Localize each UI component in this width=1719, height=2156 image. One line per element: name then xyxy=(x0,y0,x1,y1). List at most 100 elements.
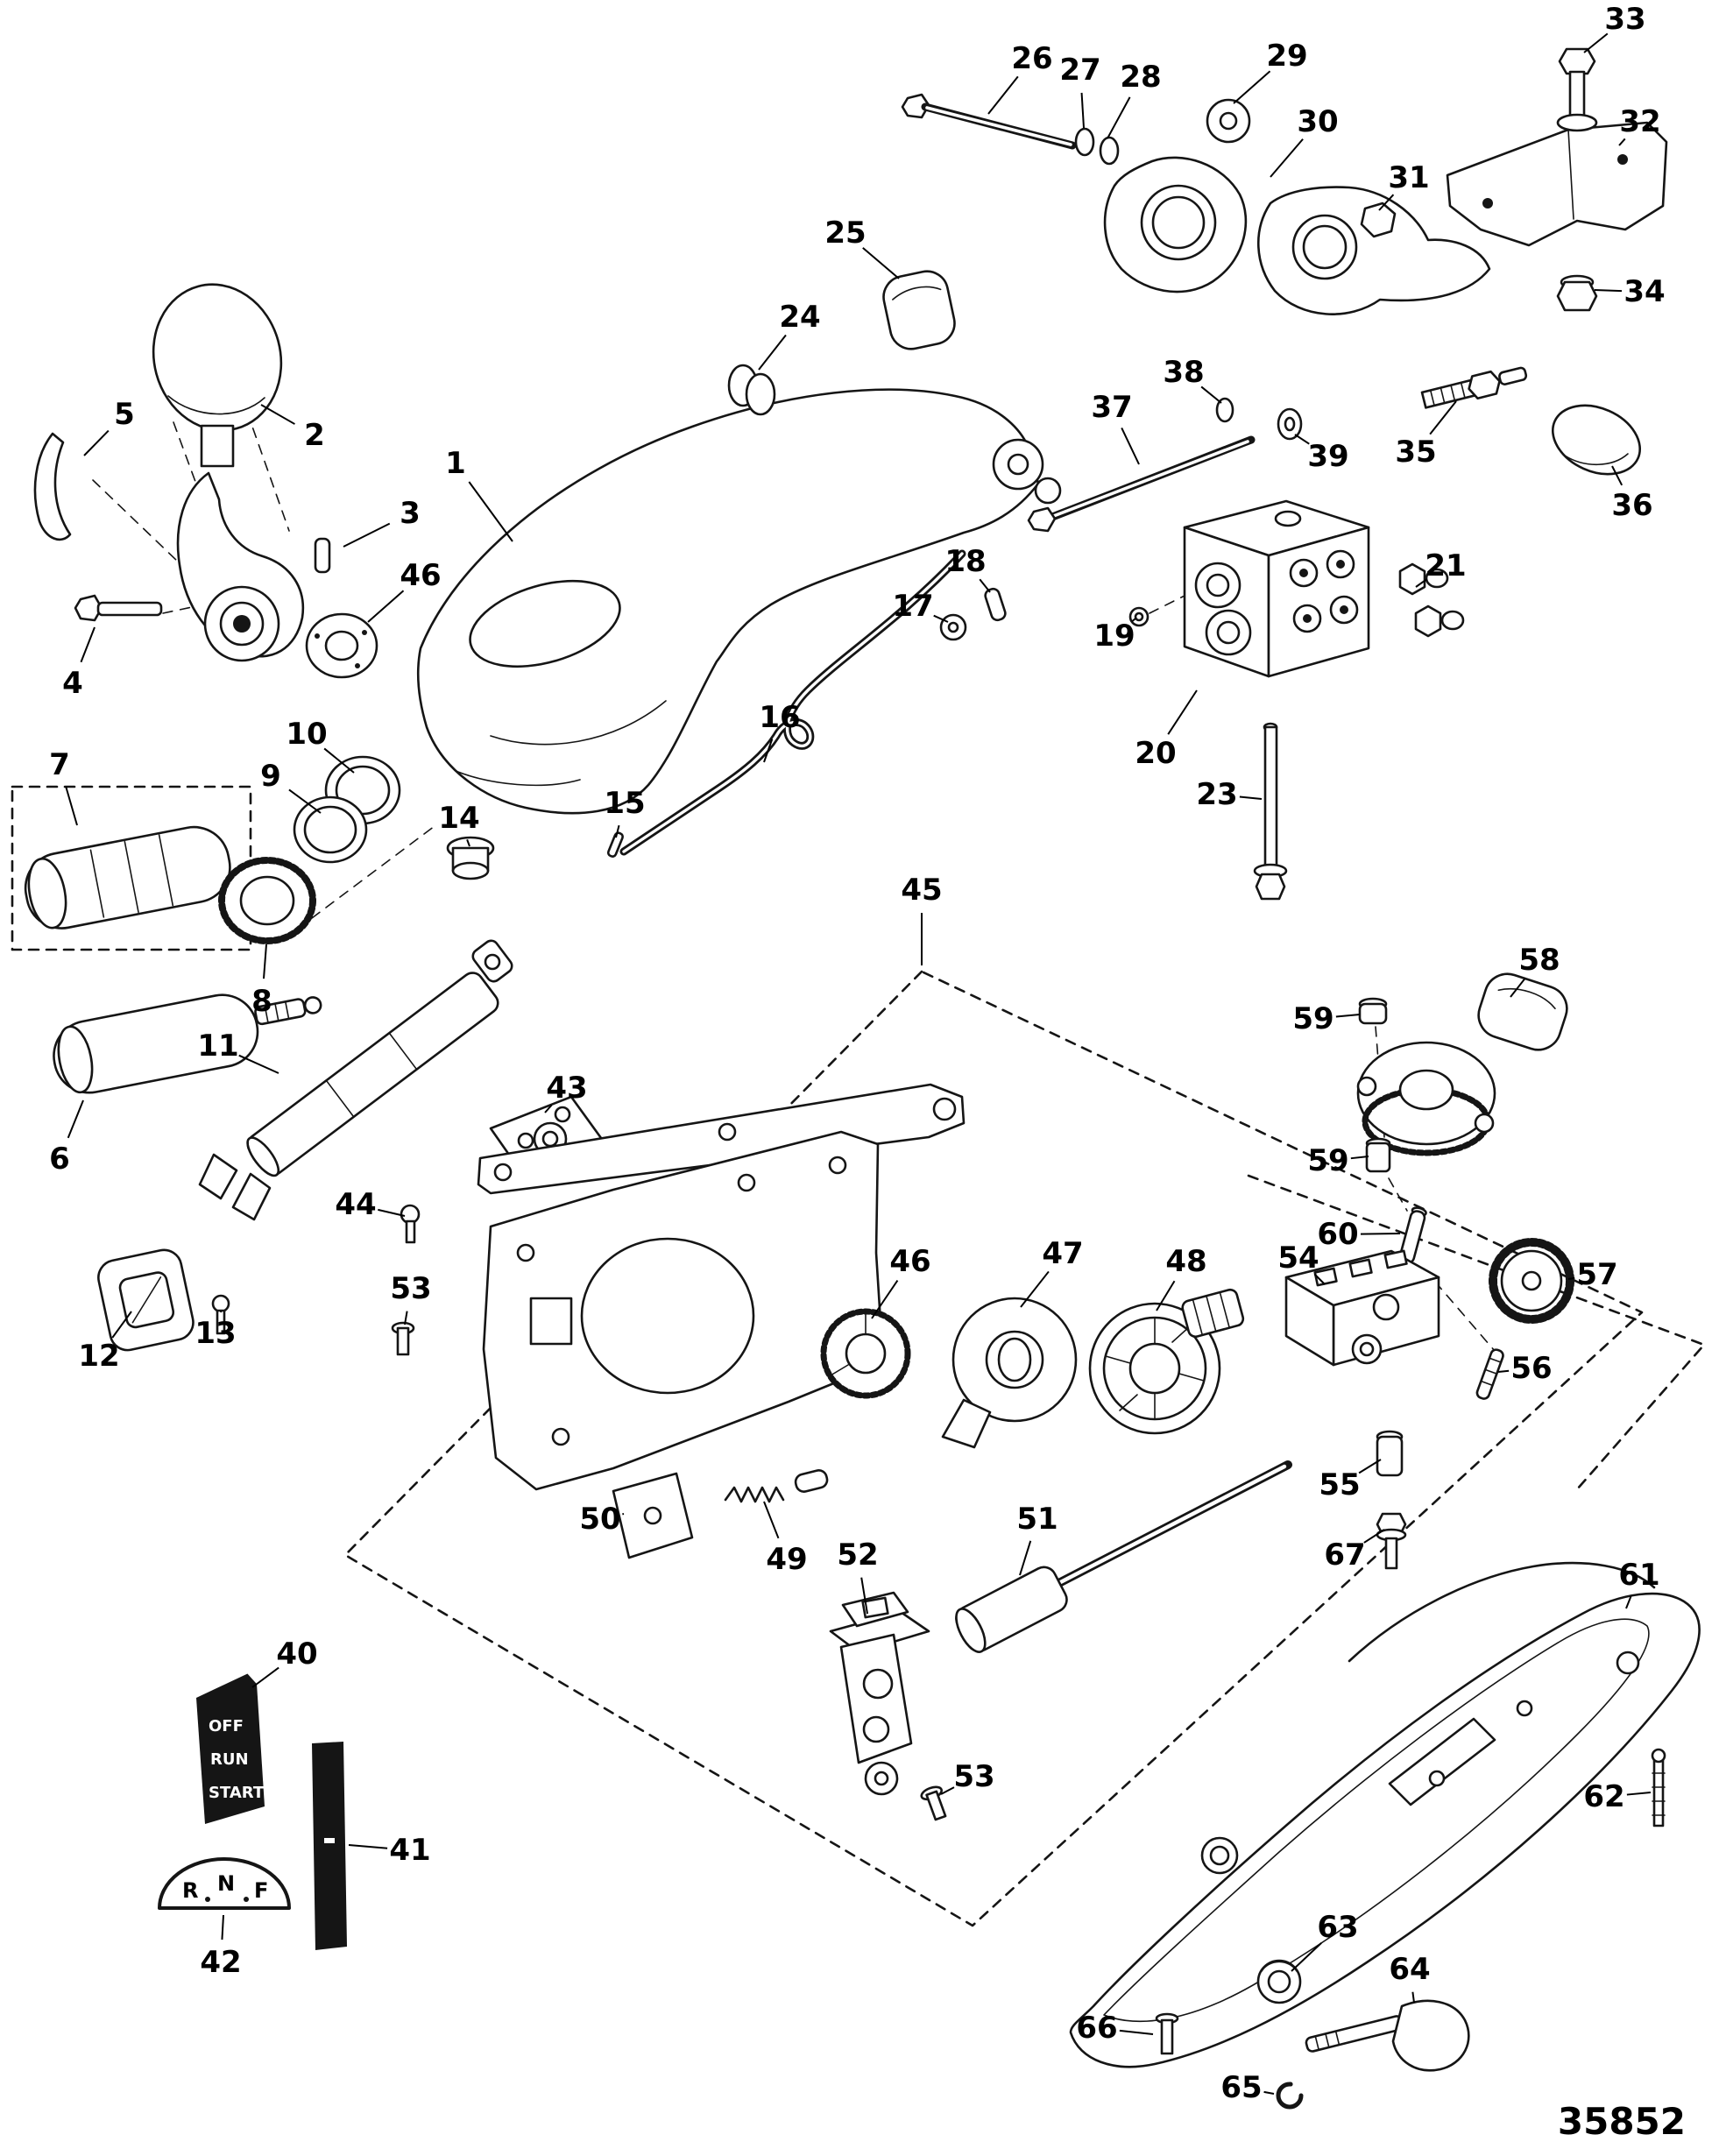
callout-leader-18 xyxy=(979,578,991,593)
lever-pin xyxy=(314,537,331,574)
callout-leader-4 xyxy=(80,626,96,663)
connector xyxy=(1181,1288,1245,1339)
callout-leader-64 xyxy=(1411,1991,1415,2004)
callout-51: 51 xyxy=(1016,1502,1058,1537)
callout-leader-44 xyxy=(378,1208,406,1217)
callout-19: 19 xyxy=(1093,619,1135,654)
callout-leader-25 xyxy=(862,247,900,279)
gear-decal-letter-f: F xyxy=(254,1878,268,1903)
fitting xyxy=(1398,562,1426,596)
callout-58: 58 xyxy=(1518,943,1560,978)
callout-leader-51 xyxy=(1019,1540,1032,1576)
callout-6: 6 xyxy=(49,1142,70,1177)
callout-leader-10 xyxy=(323,747,355,774)
callout-leader-52 xyxy=(860,1577,868,1615)
callout-37: 37 xyxy=(1091,390,1132,425)
callout-leader-8 xyxy=(262,944,267,979)
callout-59: 59 xyxy=(1307,1143,1348,1178)
callout-28: 28 xyxy=(1120,60,1161,95)
callout-21: 21 xyxy=(1425,548,1466,583)
gear-decal xyxy=(158,1857,291,1910)
callout-leader-23 xyxy=(1239,795,1263,800)
callout-55: 55 xyxy=(1319,1467,1360,1502)
callout-5: 5 xyxy=(114,397,135,432)
callout-leader-38 xyxy=(1200,385,1222,404)
callout-43: 43 xyxy=(546,1071,587,1106)
housing-shell xyxy=(416,388,1040,815)
retainer-clip xyxy=(33,432,72,541)
switch-decal-line-start: START xyxy=(209,1784,265,1802)
callout-57: 57 xyxy=(1576,1257,1617,1292)
diagram-number: 35852 xyxy=(1558,2100,1686,2143)
callout-41: 41 xyxy=(389,1833,430,1868)
bracket-bolt-head xyxy=(901,93,930,119)
throttle-grip xyxy=(53,993,322,1094)
callout-50: 50 xyxy=(579,1502,620,1537)
callout-18: 18 xyxy=(944,544,986,579)
callout-29: 29 xyxy=(1266,39,1307,74)
callout-leader-35 xyxy=(1429,400,1457,435)
decal-group: OFF RUN START R N F xyxy=(158,1666,347,1950)
callout-56: 56 xyxy=(1510,1351,1552,1386)
callout-leader-33 xyxy=(1583,32,1609,53)
callout-61: 61 xyxy=(1618,1558,1659,1593)
callout-leader-21 xyxy=(1415,578,1428,588)
callout-leader-27 xyxy=(1080,92,1085,129)
callout-leader-40 xyxy=(251,1666,279,1688)
clevis-prong xyxy=(198,1153,238,1200)
drive-gear xyxy=(1489,1238,1574,1324)
callout-8: 8 xyxy=(251,984,272,1019)
callout-leader-32 xyxy=(1618,138,1626,146)
callout-leader-59 xyxy=(1350,1156,1369,1160)
callout-leader-46 xyxy=(871,1279,899,1319)
callout-leader-17 xyxy=(933,614,949,623)
callout-47: 47 xyxy=(1042,1236,1083,1271)
callout-17: 17 xyxy=(892,589,933,624)
callout-4: 4 xyxy=(62,666,83,701)
callout-leader-14 xyxy=(466,838,470,847)
callout-39: 39 xyxy=(1307,439,1348,474)
callout-30: 30 xyxy=(1297,104,1338,139)
callout-leader-47 xyxy=(1020,1270,1050,1308)
grip-and-bearings xyxy=(24,755,495,1094)
callout-27: 27 xyxy=(1059,53,1100,88)
callout-34: 34 xyxy=(1624,274,1665,309)
detent-spring xyxy=(724,1486,785,1503)
anchor-bracket xyxy=(1446,121,1668,247)
callout-59: 59 xyxy=(1292,1001,1333,1036)
callout-leader-59 xyxy=(1335,1014,1361,1018)
callout-leader-61 xyxy=(1625,1595,1632,1609)
callout-32: 32 xyxy=(1619,104,1660,139)
callout-23: 23 xyxy=(1196,777,1237,812)
callout-66: 66 xyxy=(1076,2011,1117,2046)
callout-15: 15 xyxy=(604,786,645,821)
callout-leader-63 xyxy=(1291,1942,1322,1972)
callout-leader-57 xyxy=(1567,1276,1575,1280)
strip-decal xyxy=(312,1742,347,1950)
callout-leader-20 xyxy=(1167,689,1198,735)
callout-65: 65 xyxy=(1220,2070,1262,2105)
callout-36: 36 xyxy=(1611,488,1652,523)
switch-decal xyxy=(196,1670,265,1824)
tilt-tube xyxy=(246,972,499,1177)
callout-leader-11 xyxy=(238,1054,279,1074)
hydraulic-block-group xyxy=(1183,499,1465,901)
switch-decal-line-run: RUN xyxy=(210,1750,249,1769)
latch-knob xyxy=(1391,1999,1470,2072)
callout-67: 67 xyxy=(1324,1537,1365,1573)
callout-52: 52 xyxy=(837,1537,878,1573)
callout-62: 62 xyxy=(1583,1779,1624,1814)
gear-decal-letter-r: R xyxy=(182,1878,198,1903)
callout-24: 24 xyxy=(779,300,820,335)
callout-44: 44 xyxy=(335,1187,376,1222)
lever-bolt-head xyxy=(74,594,103,622)
pivot-stud xyxy=(1420,366,1528,409)
shift-lever-assembly xyxy=(33,283,378,679)
callout-14: 14 xyxy=(438,801,479,836)
callout-leader-48 xyxy=(1156,1280,1176,1311)
callout-46: 46 xyxy=(400,558,441,593)
long-bolt xyxy=(1263,725,1278,869)
